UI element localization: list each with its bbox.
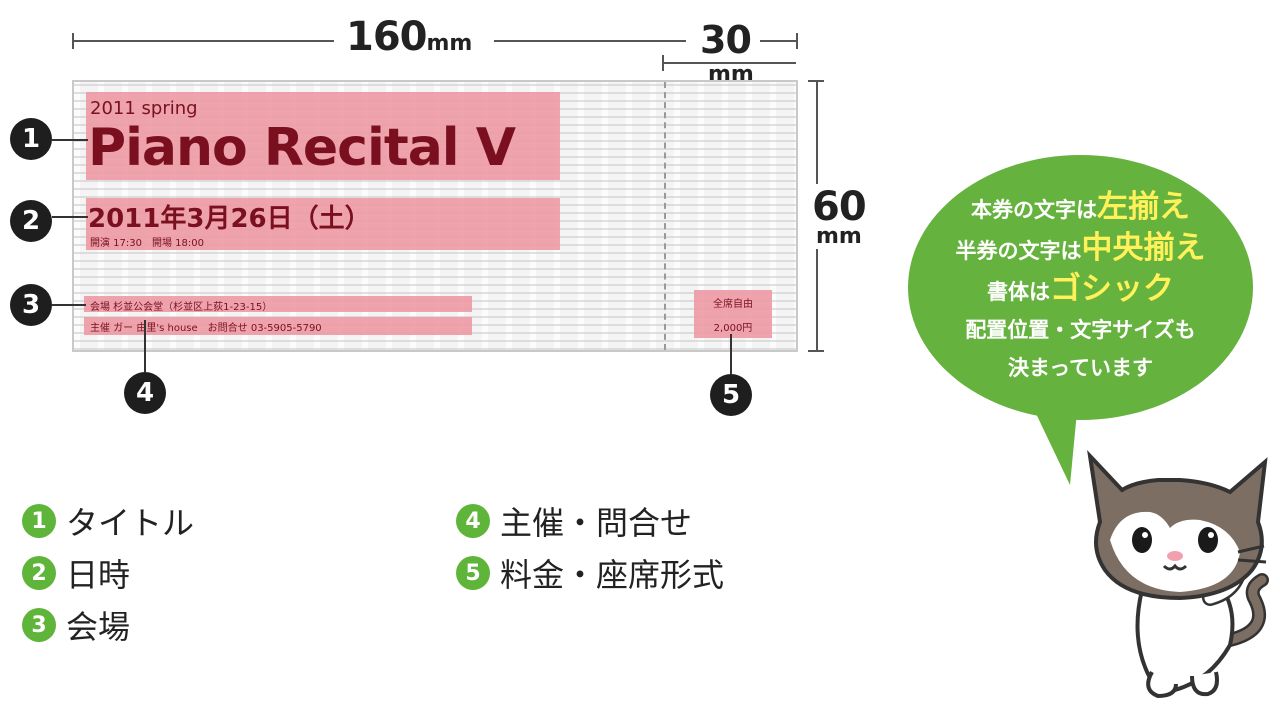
legend-number: 1 bbox=[22, 504, 56, 538]
callout-2: 2 bbox=[10, 200, 52, 242]
dim-line bbox=[72, 40, 334, 42]
callout-leader bbox=[52, 216, 88, 218]
cat-mascot-icon bbox=[1087, 449, 1269, 699]
legend-item: 4 主催・問合せ bbox=[456, 498, 692, 544]
bubble-text: 本券の文字は左揃え 半券の文字は中央揃え 書体はゴシック 配置位置・文字サイズも… bbox=[908, 188, 1253, 387]
bubble-line-3: 書体はゴシック bbox=[987, 271, 1174, 307]
callout-leader bbox=[52, 304, 86, 306]
bubble-line-4: 配置位置・文字サイズも bbox=[965, 318, 1196, 342]
stub-price: 2,000円 bbox=[713, 323, 753, 334]
venue-highlight bbox=[84, 296, 472, 312]
legend-item: 2 日時 bbox=[22, 550, 130, 596]
callout-leader bbox=[730, 334, 732, 374]
legend-number: 5 bbox=[456, 556, 490, 590]
width-label: 160mm bbox=[346, 14, 473, 60]
height-value: 60 bbox=[812, 184, 867, 230]
legend-number: 2 bbox=[22, 556, 56, 590]
stub-value: 30 bbox=[700, 18, 752, 62]
callout-4: 4 bbox=[124, 372, 166, 414]
dim-line bbox=[760, 40, 796, 42]
speech-bubble bbox=[908, 155, 1253, 420]
organizer-highlight bbox=[84, 317, 472, 335]
legend-item: 5 料金・座席形式 bbox=[456, 550, 724, 596]
legend-item: 3 会場 bbox=[22, 602, 130, 648]
dim-line bbox=[494, 40, 686, 42]
perforation-line bbox=[664, 82, 666, 350]
dim-line bbox=[662, 62, 796, 64]
legend-label: 主催・問合せ bbox=[500, 504, 693, 542]
callout-5: 5 bbox=[710, 374, 752, 416]
legend-number: 3 bbox=[22, 608, 56, 642]
bubble-line-1: 本券の文字は左揃え bbox=[971, 189, 1190, 225]
stub-highlight bbox=[694, 290, 772, 338]
legend-item: 1 タイトル bbox=[22, 498, 194, 544]
callout-3: 3 bbox=[10, 284, 52, 326]
ticket-time: 開演 17:30 開場 18:00 bbox=[90, 238, 204, 249]
bubble-line-5: 決まっています bbox=[1007, 356, 1154, 380]
height-unit: mm bbox=[816, 224, 862, 249]
ticket-organizer: 主催 ガー 由里's house お問合せ 03-5905-5790 bbox=[90, 323, 322, 334]
legend-label: 会場 bbox=[66, 608, 131, 646]
ticket-date: 2011年3月26日（土） bbox=[88, 204, 371, 234]
dim-tick bbox=[796, 33, 798, 49]
legend-label: 料金・座席形式 bbox=[500, 556, 725, 594]
callout-leader bbox=[52, 139, 88, 141]
title-highlight bbox=[86, 92, 560, 180]
stub-seating: 全席自由 bbox=[713, 299, 753, 310]
ticket-season: 2011 spring bbox=[90, 98, 198, 119]
ticket-title: Piano Recital V bbox=[88, 118, 516, 178]
legend-label: タイトル bbox=[66, 504, 195, 542]
legend-label: 日時 bbox=[66, 556, 131, 594]
dim-tick bbox=[808, 350, 824, 352]
ticket-venue: 会場 杉並公会堂（杉並区上荻1-23-15） bbox=[90, 302, 273, 313]
bubble-line-2: 半券の文字は中央揃え bbox=[955, 230, 1206, 266]
legend-number: 4 bbox=[456, 504, 490, 538]
callout-leader bbox=[144, 320, 146, 372]
callout-1: 1 bbox=[10, 118, 52, 160]
date-highlight bbox=[86, 198, 560, 250]
